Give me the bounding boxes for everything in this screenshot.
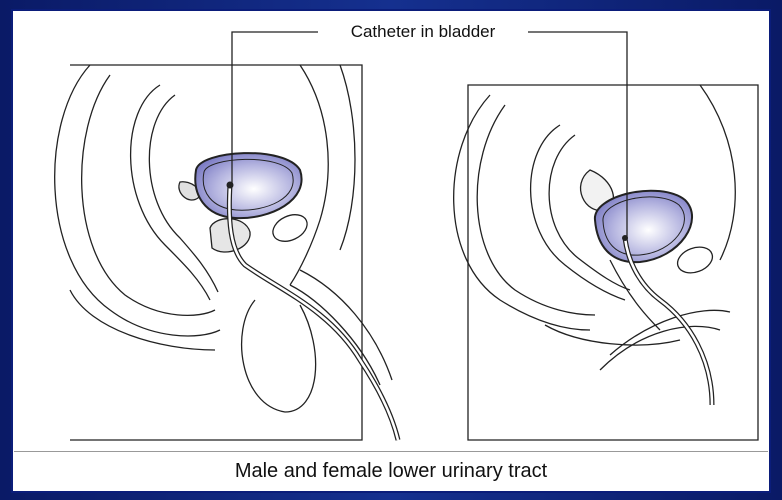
- diagram-caption: Male and female lower urinary tract: [14, 460, 768, 483]
- catheter-label: Catheter in bladder: [318, 22, 528, 42]
- caption-bar: Male and female lower urinary tract: [14, 451, 768, 490]
